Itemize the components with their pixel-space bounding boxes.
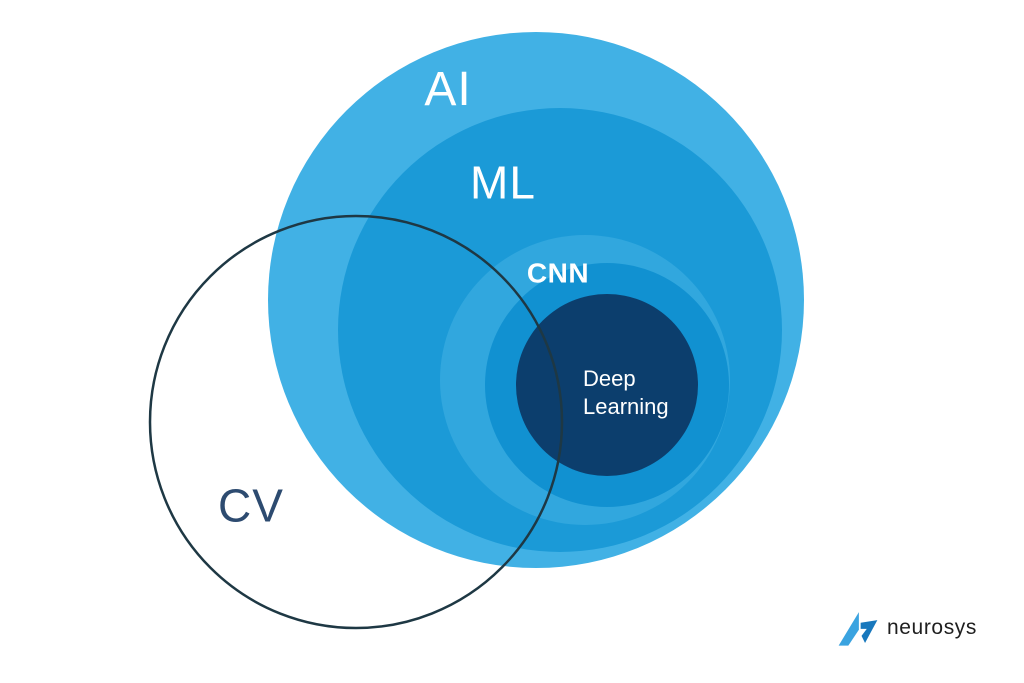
label-cnn: CNN <box>526 257 590 289</box>
pulse-n-icon <box>838 612 878 646</box>
label-cv: CV <box>218 479 284 532</box>
neurosys-wordmark: neurosys <box>887 616 978 639</box>
label-deep-learning: Deep Learning <box>583 366 669 419</box>
neurosys-logo: neurosys <box>836 606 977 650</box>
label-ai: AI <box>424 63 472 116</box>
label-ml: ML <box>470 156 536 209</box>
circle-cv <box>148 214 564 630</box>
